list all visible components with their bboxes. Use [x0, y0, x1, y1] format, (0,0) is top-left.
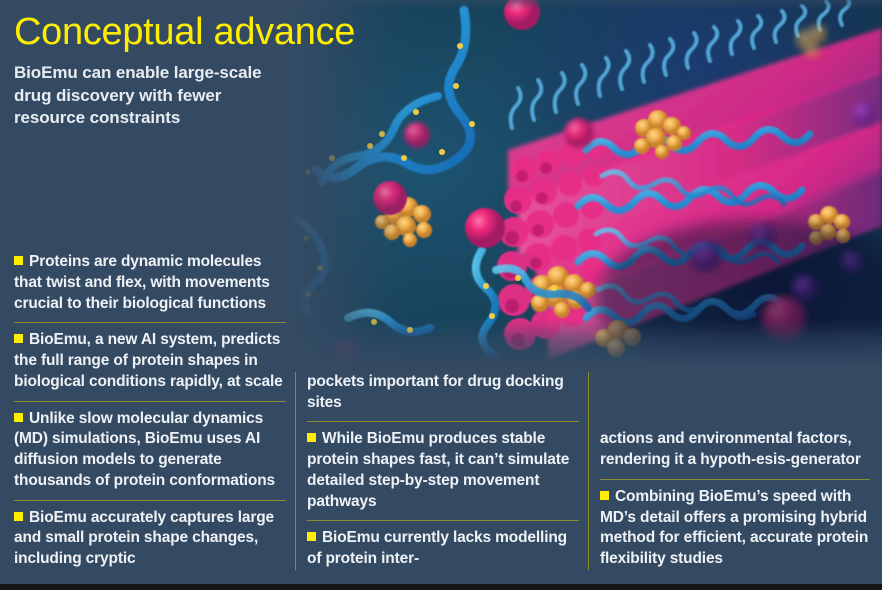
- bullet-text: BioEmu, a new AI system, predicts the fu…: [14, 331, 283, 390]
- bullet-item: Unlike slow molecular dynamics (MD) simu…: [14, 400, 286, 500]
- bullet-square-icon: [14, 412, 23, 422]
- bullet-square-icon: [307, 532, 316, 542]
- bullet-square-icon: [307, 433, 316, 443]
- column-divider-2: [588, 372, 589, 570]
- bullet-text: Unlike slow molecular dynamics (MD) simu…: [14, 409, 275, 489]
- bullet-square-icon: [600, 490, 609, 500]
- bullet-item: While BioEmu produces stable protein sha…: [307, 421, 579, 520]
- protein-membrane-illustration: [286, 0, 882, 366]
- bullet-text: pockets important for drug docking sites: [307, 372, 564, 411]
- column-3: actions and environmental factors, rende…: [600, 0, 870, 584]
- bullet-item: Proteins are dynamic molecules that twis…: [14, 245, 286, 322]
- bullet-square-icon: [14, 256, 23, 266]
- bullet-item: BioEmu, a new AI system, predicts the fu…: [14, 322, 286, 400]
- page-subtitle: BioEmu can enable large-scale drug disco…: [14, 63, 262, 128]
- bullet-text: Combining BioEmu’s speed with MD’s detai…: [600, 487, 869, 568]
- bullet-text: BioEmu currently lacks modelling of prot…: [307, 529, 567, 568]
- illustration-top-fade: [286, 0, 882, 10]
- bullet-text: actions and environmental factors, rende…: [600, 430, 861, 469]
- column-divider-1: [295, 372, 296, 570]
- bullet-item: BioEmu currently lacks modelling of prot…: [307, 520, 579, 578]
- bullet-text: While BioEmu produces stable protein sha…: [307, 430, 570, 510]
- bullet-text: Proteins are dynamic molecules that twis…: [14, 253, 270, 312]
- bullet-text: BioEmu accurately captures large and sma…: [14, 508, 275, 568]
- membrane-fringe: [508, 0, 852, 130]
- column-1: Proteins are dynamic molecules that twis…: [14, 0, 286, 584]
- bullet-square-icon: [14, 334, 23, 344]
- header: Conceptual advance BioEmu can enable lar…: [0, 0, 355, 130]
- bullet-item: Combining BioEmu’s speed with MD’s detai…: [600, 478, 870, 578]
- illustration-left-fade: [286, 0, 406, 366]
- bullet-item: pockets important for drug docking sites: [307, 372, 579, 422]
- bullet-square-icon: [14, 511, 23, 521]
- column-2: pockets important for drug docking sites…: [307, 0, 579, 584]
- bullet-item: actions and environmental factors, rende…: [600, 429, 870, 479]
- illustration-bottom-fade: [286, 320, 882, 366]
- bullet-item: BioEmu accurately captures large and sma…: [14, 499, 286, 578]
